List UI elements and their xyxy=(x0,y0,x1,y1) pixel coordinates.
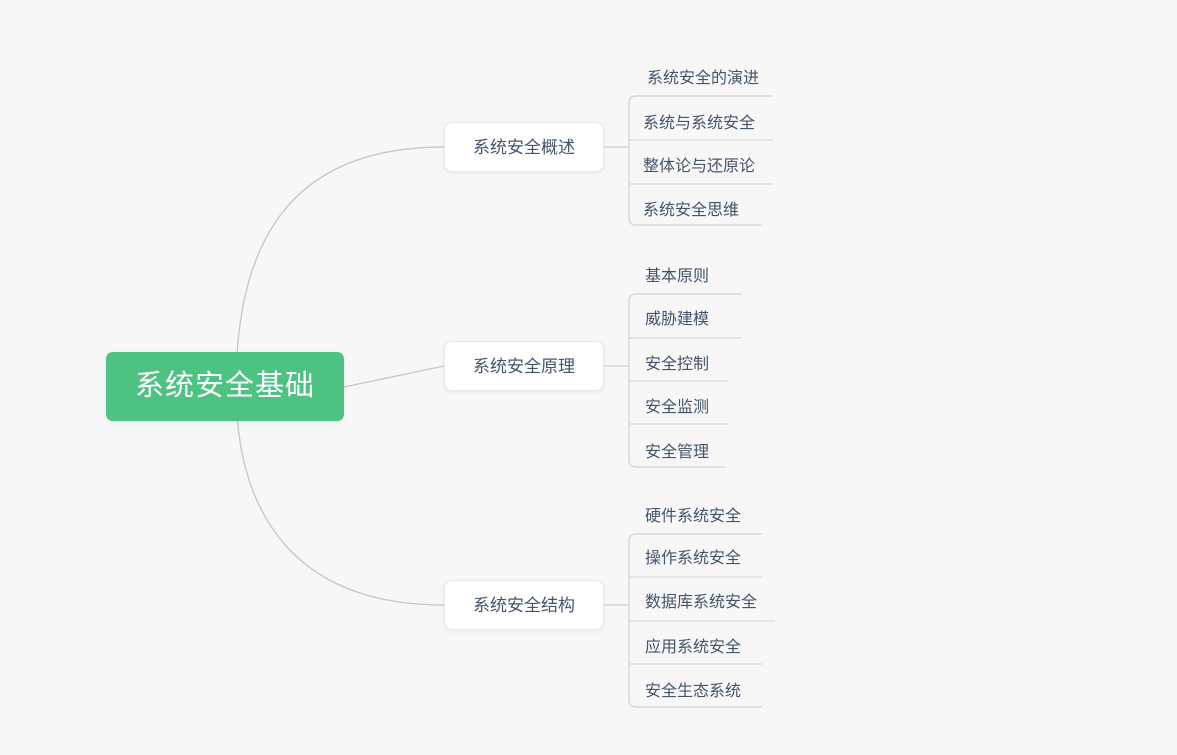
root-node[interactable]: 系统安全基础 xyxy=(106,352,344,421)
connector-root-to-branch-2 xyxy=(343,365,445,388)
leaf-1-2[interactable]: 系统与系统安全 xyxy=(643,115,756,132)
leaf-3-3[interactable]: 数据库系统安全 xyxy=(645,594,758,611)
branch-node-3[interactable]: 系统安全结构 xyxy=(444,580,604,630)
leaf-2-3[interactable]: 安全控制 xyxy=(645,356,710,373)
leaf-1-3[interactable]: 整体论与还原论 xyxy=(643,158,756,175)
leaf-3-1[interactable]: 硬件系统安全 xyxy=(645,508,742,525)
leaf-2-4[interactable]: 安全监测 xyxy=(645,399,710,416)
leaf-3-2[interactable]: 操作系统安全 xyxy=(645,550,742,567)
leaf-3-5[interactable]: 安全生态系统 xyxy=(645,683,742,700)
leaf-1-1[interactable]: 系统安全的演进 xyxy=(647,70,760,87)
branch-node-3-label: 系统安全结构 xyxy=(473,595,575,615)
leaf-1-4[interactable]: 系统安全思维 xyxy=(643,202,740,219)
branch-node-1[interactable]: 系统安全概述 xyxy=(444,122,604,172)
leaf-3-4[interactable]: 应用系统安全 xyxy=(645,639,742,656)
connector-root-to-branch-1 xyxy=(235,146,445,388)
leaf-2-2[interactable]: 威胁建模 xyxy=(645,311,710,328)
root-node-label: 系统安全基础 xyxy=(134,370,315,402)
leaf-2-5[interactable]: 安全管理 xyxy=(645,444,710,461)
leaf-2-1[interactable]: 基本原则 xyxy=(645,268,710,285)
branch-node-2[interactable]: 系统安全原理 xyxy=(444,341,604,391)
branch-node-2-label: 系统安全原理 xyxy=(473,356,575,376)
branch-node-1-label: 系统安全概述 xyxy=(473,137,575,157)
